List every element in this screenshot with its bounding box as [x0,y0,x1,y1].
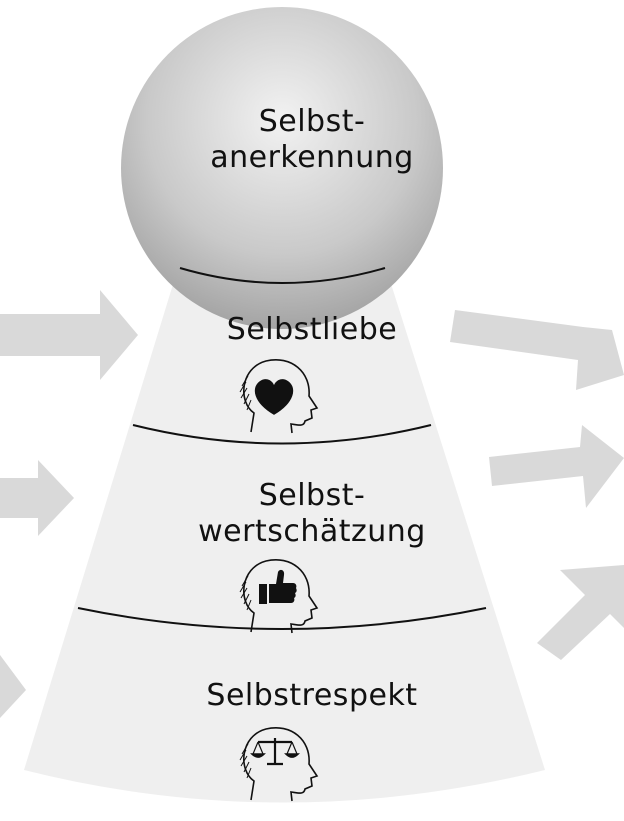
outgoing-arrows [450,310,624,660]
arrow-out-2 [489,425,624,508]
label-selbstrespekt: Selbstrespekt [206,678,418,713]
head-thumbs-up-icon [239,559,319,634]
incoming-arrows [0,290,138,718]
cone-body [24,268,545,803]
label-selbstwertschaetzung: Selbst- wertschätzung [198,478,426,549]
divider-curve-1 [132,424,432,445]
arrow-out-1 [450,310,624,390]
label-selbstliebe: Selbstliebe [226,312,398,347]
head-scales-icon [239,727,319,802]
arrow-in-2 [0,460,74,536]
head-heart-icon [239,359,319,434]
divider-curve-2 [77,607,487,630]
arrow-in-3 [0,655,26,718]
sphere-base-curve [179,267,386,284]
top-sphere [121,7,443,329]
label-selbstanerkennung: Selbst- anerkennung [210,104,414,175]
arrow-out-3 [537,565,624,660]
arrow-in-1 [0,290,138,380]
